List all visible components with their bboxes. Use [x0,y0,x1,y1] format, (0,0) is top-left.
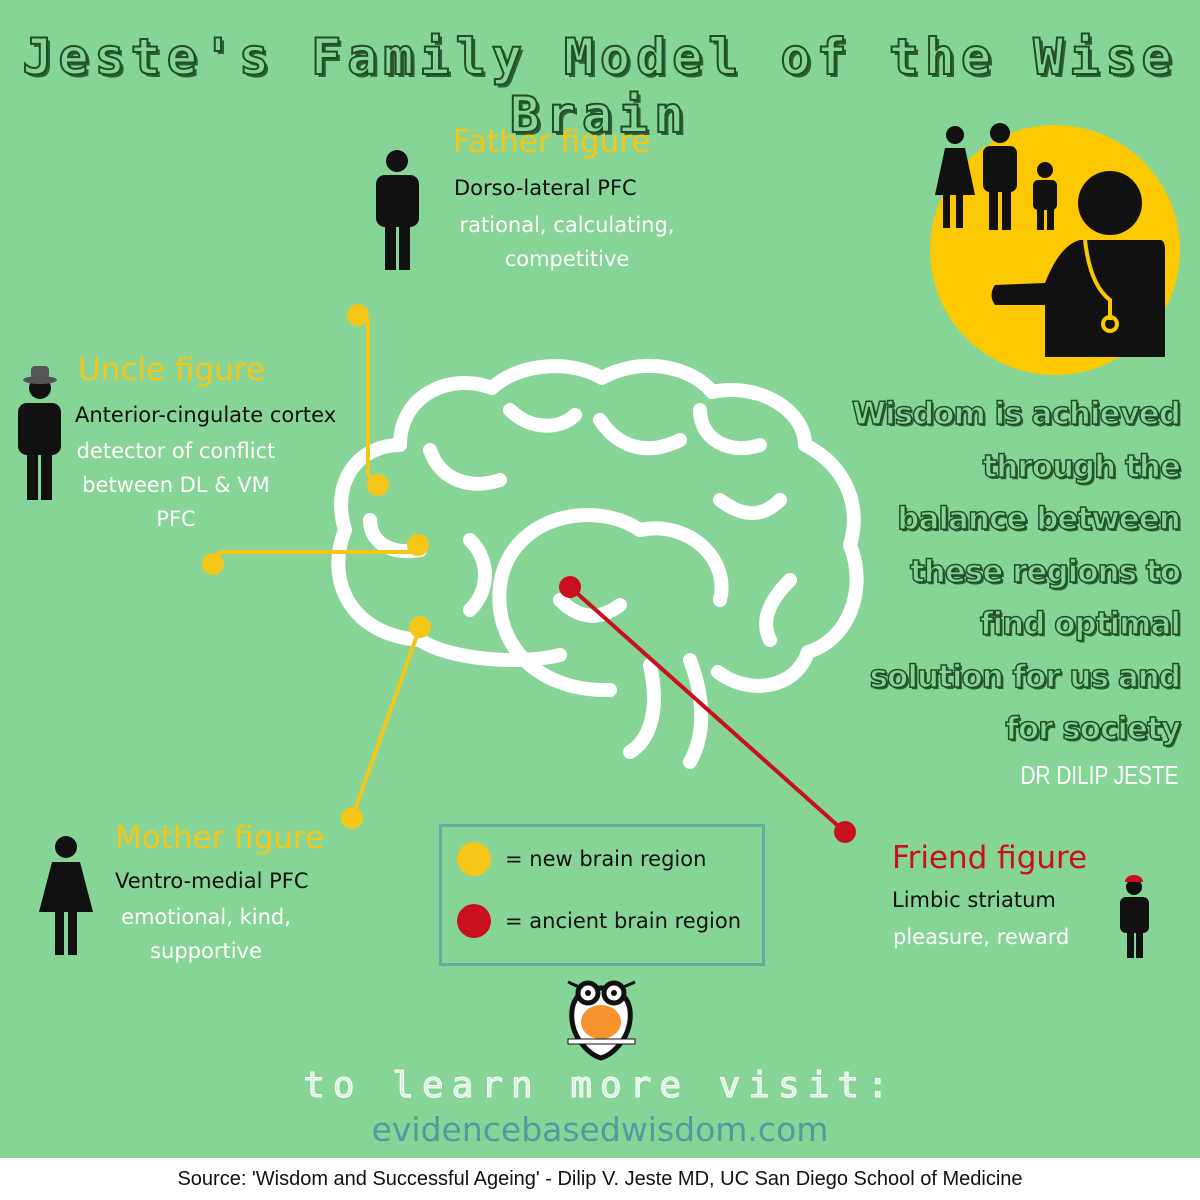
father-figure-title: Father figure [453,124,651,160]
uncle-figure-title: Uncle figure [78,352,265,388]
quote-line: through the [982,448,1182,485]
quote-line: balance between [897,500,1182,537]
legend-item-new: = new brain region [457,842,706,876]
mother-icon [39,836,93,955]
new-region-connectors [211,313,422,819]
new-region-markers [202,304,431,829]
quote-line: for society [1005,710,1182,747]
legend-label: = new brain region [505,847,707,871]
legend-box: = new brain region = ancient brain regio… [439,824,765,966]
father-region: Dorso-lateral PFC [454,176,637,200]
legend-label: = ancient brain region [505,909,742,933]
website-link[interactable]: evidencebasedwisdom.com [371,1110,829,1149]
yellow-dot-icon [457,842,491,876]
mother-desc-line: supportive [150,939,262,963]
father-desc-line: competitive [504,247,630,271]
friend-icon [1120,875,1149,958]
wisdom-quote: Wisdom is achieved through the balance b… [851,388,1182,756]
ancient-region-markers [559,576,856,843]
mother-figure-title: Mother figure [115,820,325,856]
page-title: Jeste's Family Model of the Wise Brain [21,27,1178,145]
red-dot-icon [457,904,491,938]
quote-line: Wisdom is achieved [851,395,1182,432]
family-icon [935,123,1057,230]
brain-icon [331,359,864,769]
owl-logo-icon [567,980,636,1061]
uncle-icon [18,366,61,500]
quote-line: these regions to [909,553,1182,590]
mother-desc-line: emotional, kind, [121,905,291,929]
mother-region: Ventro-medial PFC [115,869,309,893]
ancient-region-connector [568,585,847,834]
uncle-desc-line: between DL & VM [82,473,270,497]
uncle-description: detector of conflict between DL & VM PFC [26,434,326,536]
quote-line: solution for us and [869,658,1182,695]
mother-description: emotional, kind, supportive [56,900,356,968]
friend-region: Limbic striatum [892,888,1056,912]
friend-figure-title: Friend figure [892,840,1088,876]
father-desc-line: rational, calculating, [459,213,675,237]
friend-description: pleasure, reward [893,925,1070,949]
cta-text: to learn more visit: [303,1065,897,1106]
quote-line: find optimal [979,605,1181,642]
legend-item-ancient: = ancient brain region [457,904,741,938]
father-description: rational, calculating, competitive [417,208,717,276]
quote-author: DR DILIP JESTE [1020,760,1178,790]
uncle-region: Anterior-cingulate cortex [75,403,337,427]
doctor-icon [991,171,1165,357]
father-icon [376,150,419,270]
uncle-desc-line: PFC [156,507,196,531]
source-footer: Source: 'Wisdom and Successful Ageing' -… [0,1158,1200,1200]
uncle-desc-line: detector of conflict [76,439,276,463]
